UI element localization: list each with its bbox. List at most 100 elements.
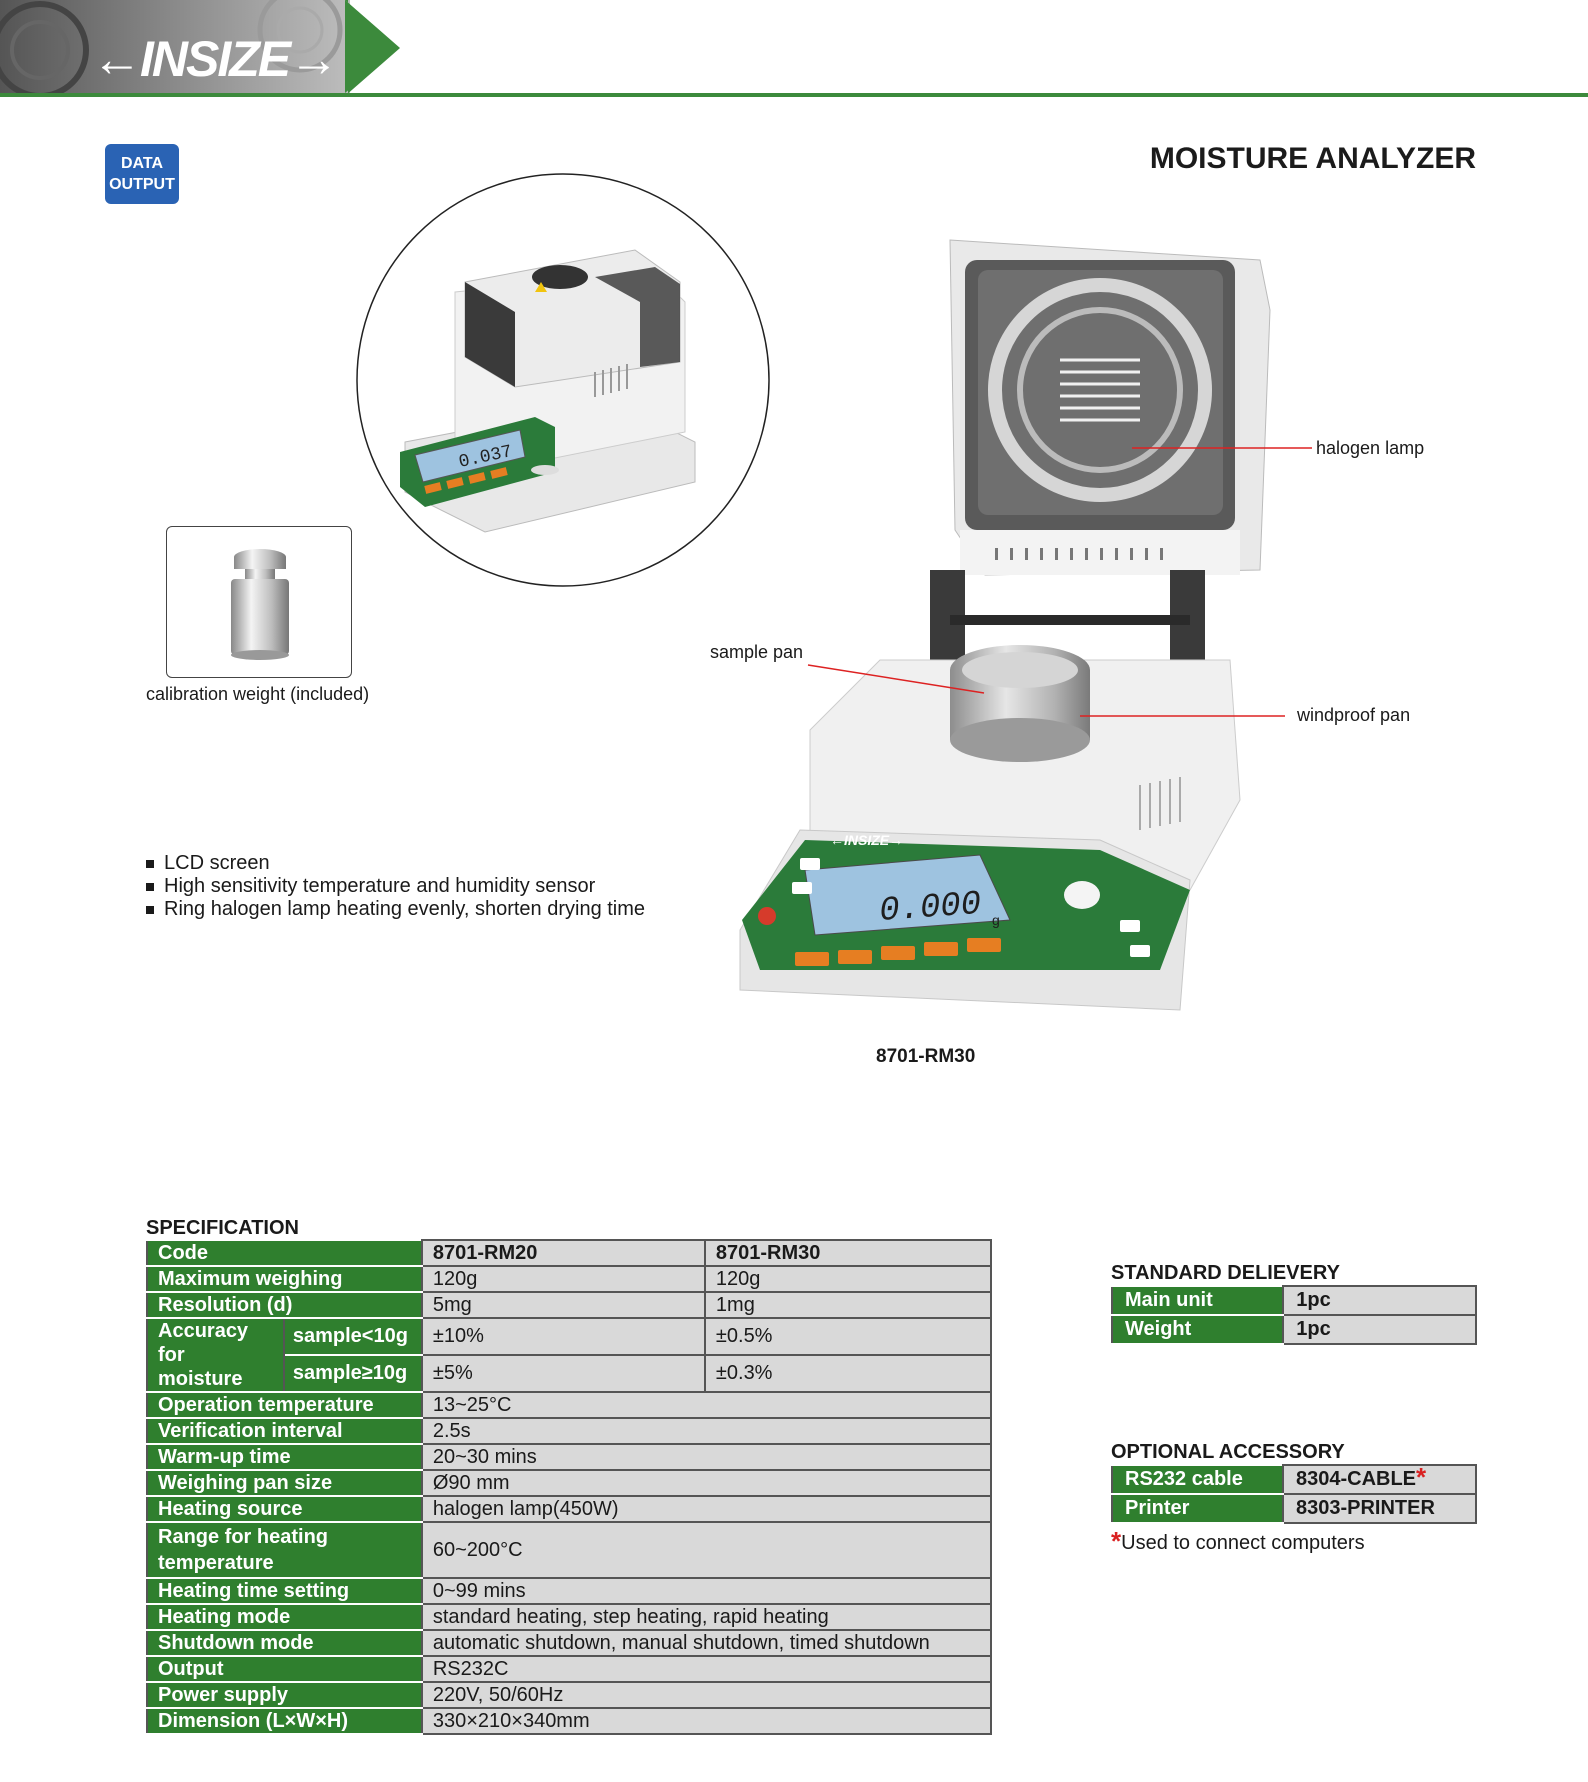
table-row: sample≥10g ±5% ±0.3%	[147, 1354, 993, 1393]
spec-label: Warm-up time	[146, 1443, 423, 1471]
table-row: Operation temperature 13~25°C	[146, 1391, 993, 1419]
model-caption: 8701-RM30	[876, 1046, 976, 1067]
delivery-value: 1pc	[1282, 1285, 1477, 1316]
table-row: Heating mode standard heating, step heat…	[146, 1603, 993, 1631]
asterisk-icon: *	[1416, 1462, 1427, 1492]
sample-pan-callout-line	[807, 664, 985, 694]
optional-accessory-table: RS232 cable 8304-CABLE* Printer 8303-PRI…	[1111, 1462, 1478, 1524]
standard-delivery-heading: STANDARD DELIEVERY	[1111, 1262, 1340, 1284]
spec-value: 330×210×340mm	[420, 1707, 993, 1735]
badge-line-2: OUTPUT	[109, 176, 175, 193]
display-reading: 0.000	[878, 886, 982, 931]
spec-label: Heating time setting	[146, 1577, 423, 1605]
specification-table: Code 8701-RM20 8701-RM30 Maximum weighin…	[146, 1239, 993, 1735]
table-row: Output RS232C	[146, 1655, 993, 1683]
spec-value: ±10%	[420, 1317, 706, 1356]
range-heating-label: Range for heating temperature	[146, 1521, 423, 1579]
table-row: Resolution (d) 5mg 1mg	[146, 1291, 993, 1319]
spec-label: Maximum weighing	[146, 1265, 423, 1293]
table-row: Printer 8303-PRINTER	[1111, 1493, 1478, 1524]
accessory-value: 8304-CABLE*	[1281, 1462, 1478, 1495]
spec-value: RS232C	[420, 1655, 993, 1683]
specification-heading: SPECIFICATION	[146, 1217, 299, 1239]
accuracy-sub-label: sample<10g	[282, 1317, 423, 1356]
sample-pan-label: sample pan	[710, 642, 804, 662]
calibration-weight-caption: calibration weight (included)	[146, 684, 370, 704]
spec-value: 60~200°C	[420, 1521, 993, 1579]
spec-value: standard heating, step heating, rapid he…	[420, 1603, 993, 1631]
spec-value: 1mg	[703, 1291, 993, 1319]
spec-value: ±0.3%	[703, 1354, 993, 1393]
accessory-label: Printer	[1111, 1493, 1284, 1524]
spec-value: 5mg	[420, 1291, 706, 1319]
accuracy-label-line-1: Accuracy	[158, 1320, 249, 1342]
optional-accessory-heading: OPTIONAL ACCESSORY	[1111, 1441, 1345, 1463]
asterisk-icon: *	[1111, 1526, 1122, 1556]
spec-value: 2.5s	[420, 1417, 993, 1445]
spec-value: 120g	[703, 1265, 993, 1293]
table-row: Range for heating temperature 60~200°C	[146, 1521, 993, 1579]
feature-list: LCD screen High sensitivity temperature …	[146, 852, 645, 921]
table-row: Main unit 1pc	[1110, 1285, 1477, 1316]
feature-text: High sensitivity temperature and humidit…	[164, 875, 596, 897]
spec-value: halogen lamp(450W)	[420, 1495, 993, 1523]
header-banner	[0, 0, 400, 96]
range-heating-label-line-2: temperature	[158, 1552, 274, 1574]
table-row: RS232 cable 8304-CABLE*	[1111, 1462, 1478, 1495]
model-rm30: 8701-RM30	[703, 1239, 993, 1267]
windproof-pan-label: windproof pan	[1297, 705, 1411, 725]
bullet-icon	[146, 905, 154, 914]
accessory-code: 8304-CABLE	[1295, 1468, 1417, 1490]
moisture-analyzer-open-image: 0.000 g ←INSIZE→	[739, 239, 1271, 1011]
accuracy-sub-label: sample≥10g	[282, 1354, 423, 1393]
bullet-icon	[146, 859, 154, 868]
accessory-label: RS232 cable	[1111, 1464, 1284, 1495]
spec-label: Heating mode	[146, 1603, 423, 1631]
table-row: Heating time setting 0~99 mins	[146, 1577, 993, 1605]
accessory-footnote: *Used to connect computers	[1111, 1528, 1365, 1555]
display-unit: g	[992, 912, 1000, 928]
accuracy-label: Accuracy for moisture	[146, 1317, 285, 1393]
spec-label: Operation temperature	[146, 1391, 423, 1419]
brand-logo: ←INSIZE→	[92, 31, 339, 87]
spec-value: 20~30 mins	[420, 1443, 993, 1471]
spec-label: Output	[146, 1655, 423, 1683]
spec-label: Heating source	[146, 1495, 423, 1523]
table-row: Warm-up time 20~30 mins	[146, 1443, 993, 1471]
panel-brand: ←INSIZE→	[830, 832, 903, 848]
data-output-badge: DATA OUTPUT	[105, 144, 179, 204]
spec-label: Weighing pan size	[146, 1469, 423, 1497]
spec-value: 13~25°C	[420, 1391, 993, 1419]
range-heating-label-line-1: Range for heating	[158, 1526, 329, 1548]
spec-value: Ø90 mm	[420, 1469, 993, 1497]
delivery-label: Weight	[1110, 1314, 1285, 1345]
feature-item: LCD screen	[146, 852, 645, 875]
spec-label: Resolution (d)	[146, 1291, 423, 1319]
standard-delivery-table: Main unit 1pc Weight 1pc	[1110, 1285, 1477, 1345]
closed-analyzer-inset-image: 0.037	[356, 173, 770, 587]
delivery-label: Main unit	[1110, 1285, 1285, 1316]
spec-value: 0~99 mins	[420, 1577, 993, 1605]
spec-value: 120g	[420, 1265, 706, 1293]
spec-value: automatic shutdown, manual shutdown, tim…	[420, 1629, 993, 1657]
halogen-lamp-label: halogen lamp	[1316, 438, 1425, 458]
callout-lines	[807, 447, 1312, 717]
code-label: Code	[146, 1239, 423, 1267]
table-row: Weighing pan size Ø90 mm	[146, 1469, 993, 1497]
spec-value: ±5%	[420, 1354, 706, 1393]
model-rm20: 8701-RM20	[420, 1239, 706, 1267]
table-row: Shutdown mode automatic shutdown, manual…	[146, 1629, 993, 1657]
spec-label: Verification interval	[146, 1417, 423, 1445]
spec-label: Power supply	[146, 1681, 423, 1709]
spec-label: Dimension (L×W×H)	[146, 1707, 423, 1735]
table-row: Heating source halogen lamp(450W)	[146, 1495, 993, 1523]
feature-item: High sensitivity temperature and humidit…	[146, 875, 645, 898]
feature-item: Ring halogen lamp heating evenly, shorte…	[146, 898, 645, 921]
footnote-text: Used to connect computers	[1121, 1532, 1365, 1554]
table-row: Accuracy for moisture sample<10g ±10% ±0…	[146, 1317, 993, 1393]
table-row: Maximum weighing 120g 120g	[146, 1265, 993, 1293]
table-row: Power supply 220V, 50/60Hz	[146, 1681, 993, 1709]
table-row: Weight 1pc	[1110, 1314, 1477, 1345]
spec-value: ±0.5%	[703, 1317, 993, 1356]
page-title: MOISTURE ANALYZER	[1149, 142, 1476, 175]
